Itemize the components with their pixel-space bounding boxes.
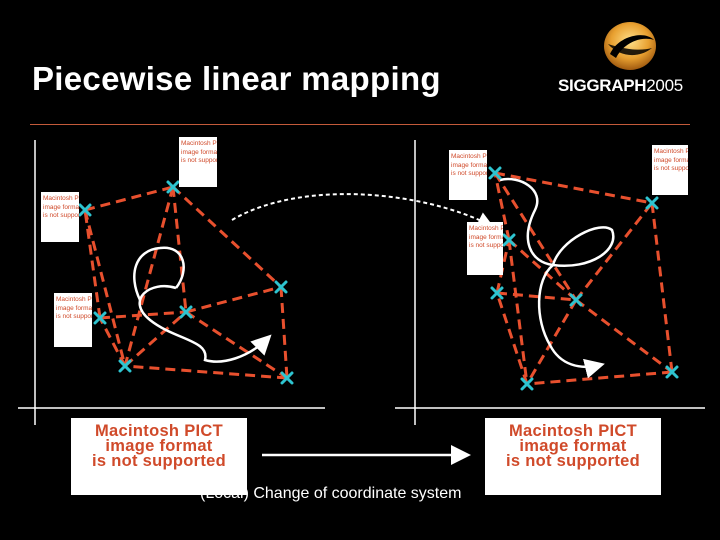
control-point-marker [502, 233, 516, 247]
left-coordinate-axes [18, 140, 325, 425]
right-control-points [488, 166, 679, 391]
control-point-marker [520, 377, 534, 391]
mapping-arc [231, 193, 494, 227]
left-curve-loop [133, 246, 185, 301]
logo-swirl-icon [604, 22, 656, 70]
control-point-marker [166, 180, 180, 194]
control-point-marker [274, 280, 288, 294]
slide-title: Piecewise linear mapping [32, 60, 441, 97]
right-curve [537, 264, 605, 379]
control-point-marker [93, 311, 107, 325]
control-point-marker [179, 305, 193, 319]
control-point-marker [118, 359, 132, 373]
control-point-marker [490, 286, 504, 300]
left-control-points [78, 180, 294, 385]
control-point-marker [665, 365, 679, 379]
logo-wordmark: SIGGRAPH [558, 76, 647, 95]
control-point-marker [280, 371, 294, 385]
siggraph-logo: SIGGRAPH2005 [558, 18, 698, 104]
right-mesh [493, 171, 674, 386]
left-curve [138, 285, 272, 363]
left-mesh [83, 185, 289, 380]
right-coordinate-axes [395, 140, 705, 425]
control-point-marker [645, 196, 659, 210]
right-curve-loop [499, 177, 615, 268]
control-point-marker [488, 166, 502, 180]
control-point-marker [569, 293, 583, 307]
logo-text: SIGGRAPH2005 [558, 76, 683, 96]
title-divider [30, 124, 690, 125]
slide-caption: (Local) Change of coordinate system [200, 485, 462, 502]
control-point-marker [78, 203, 92, 217]
logo-year: 2005 [646, 76, 683, 95]
